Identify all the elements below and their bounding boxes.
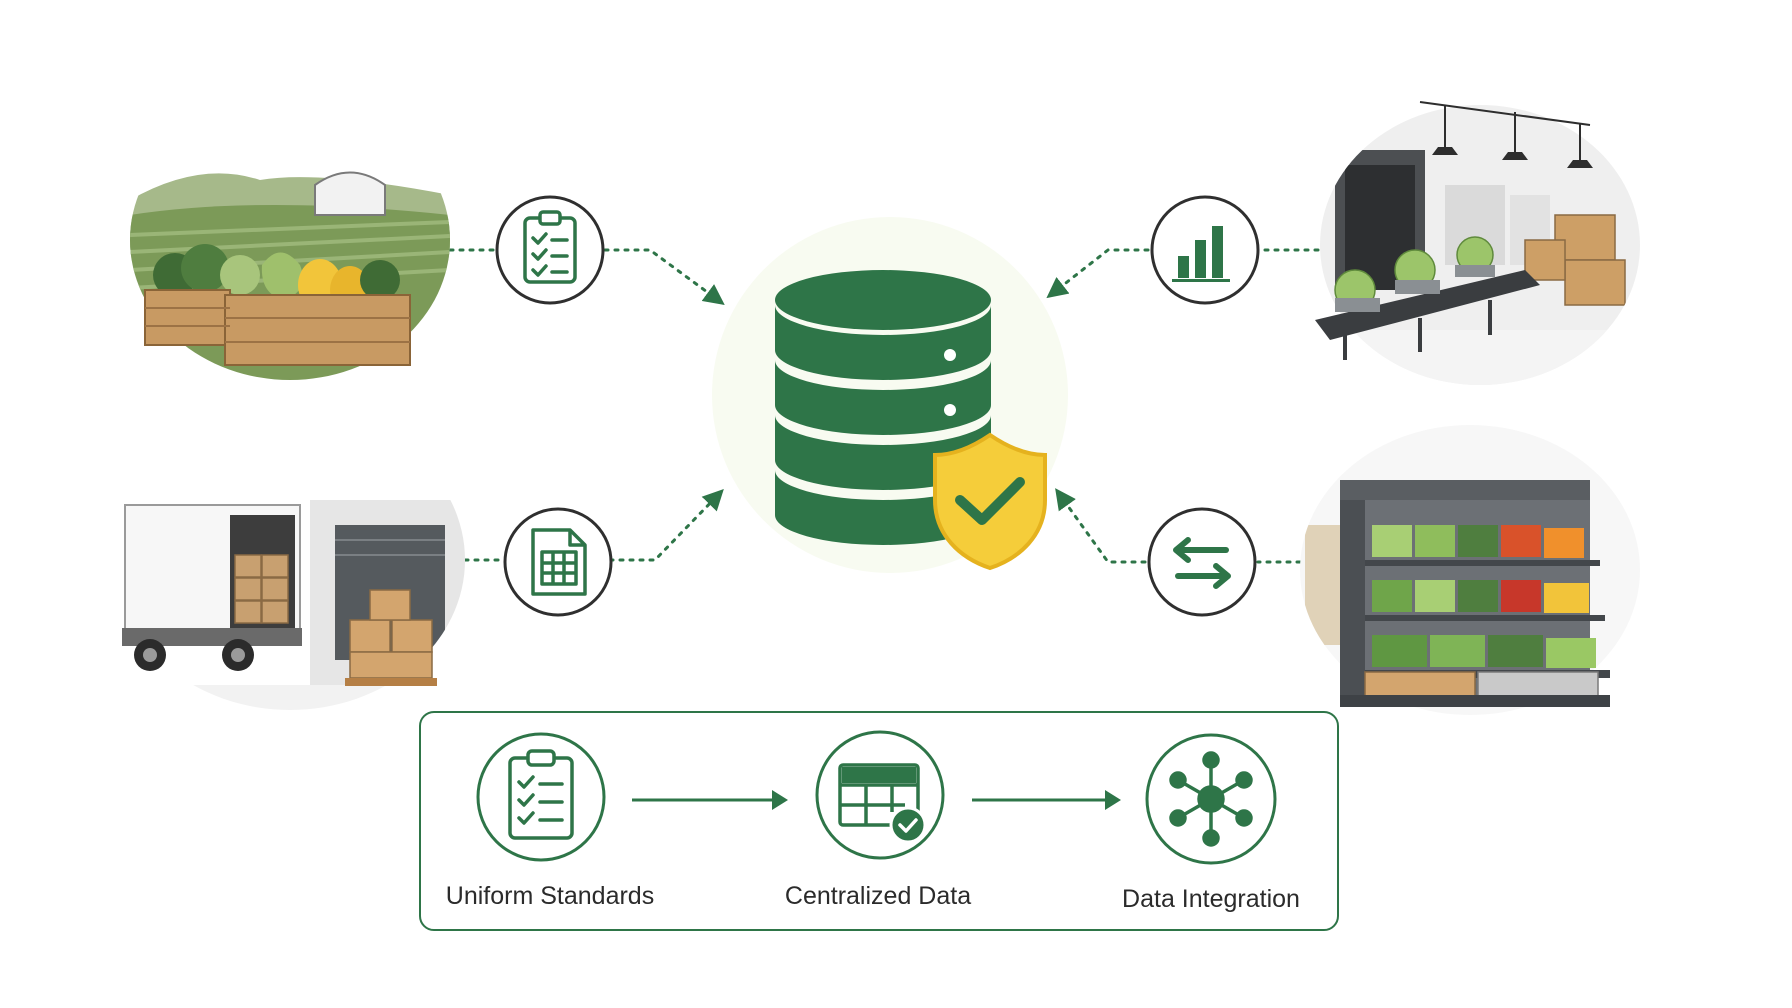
process-panel [419,711,1339,931]
step-data-integration [1145,733,1277,865]
connector-processing-badge-to-db [1046,248,1150,299]
step-uniform-standards [476,732,606,862]
central-database [712,217,1068,573]
step-label-data-integration: Data Integration [1122,885,1300,913]
connector-retail-badge-to-db [1055,488,1147,564]
badge-retail [1147,507,1257,617]
step-centralized-data [815,730,945,860]
network-hub-icon [1169,751,1253,847]
processing-facility-conveyor-illustration [1315,101,1640,385]
database-icon [775,270,991,545]
exchange-arrows-icon [1173,537,1231,589]
badge-processing [1150,195,1260,305]
badge-farm [495,195,605,305]
bar-chart-icon [1172,226,1230,282]
table-check-icon [838,763,927,844]
step-arrow-1 [632,790,788,810]
connector-farm-badge-to-db [603,248,725,305]
step-arrow-2 [972,790,1121,810]
grocery-produce-shelf-illustration [1300,425,1640,715]
step-label-uniform-standards: Uniform Standards [445,882,655,910]
clipboard-checklist-icon [523,210,577,284]
spreadsheet-icon [531,528,587,596]
shield-check-icon [933,432,1047,571]
step-label-centralized-data: Centralized Data [784,882,972,910]
farm-crate-illustration [130,100,450,380]
clipboard-checklist-icon [508,749,574,840]
badge-transport [503,507,613,617]
delivery-truck-warehouse-illustration [115,415,465,710]
connector-truck-badge-to-db [608,488,724,562]
